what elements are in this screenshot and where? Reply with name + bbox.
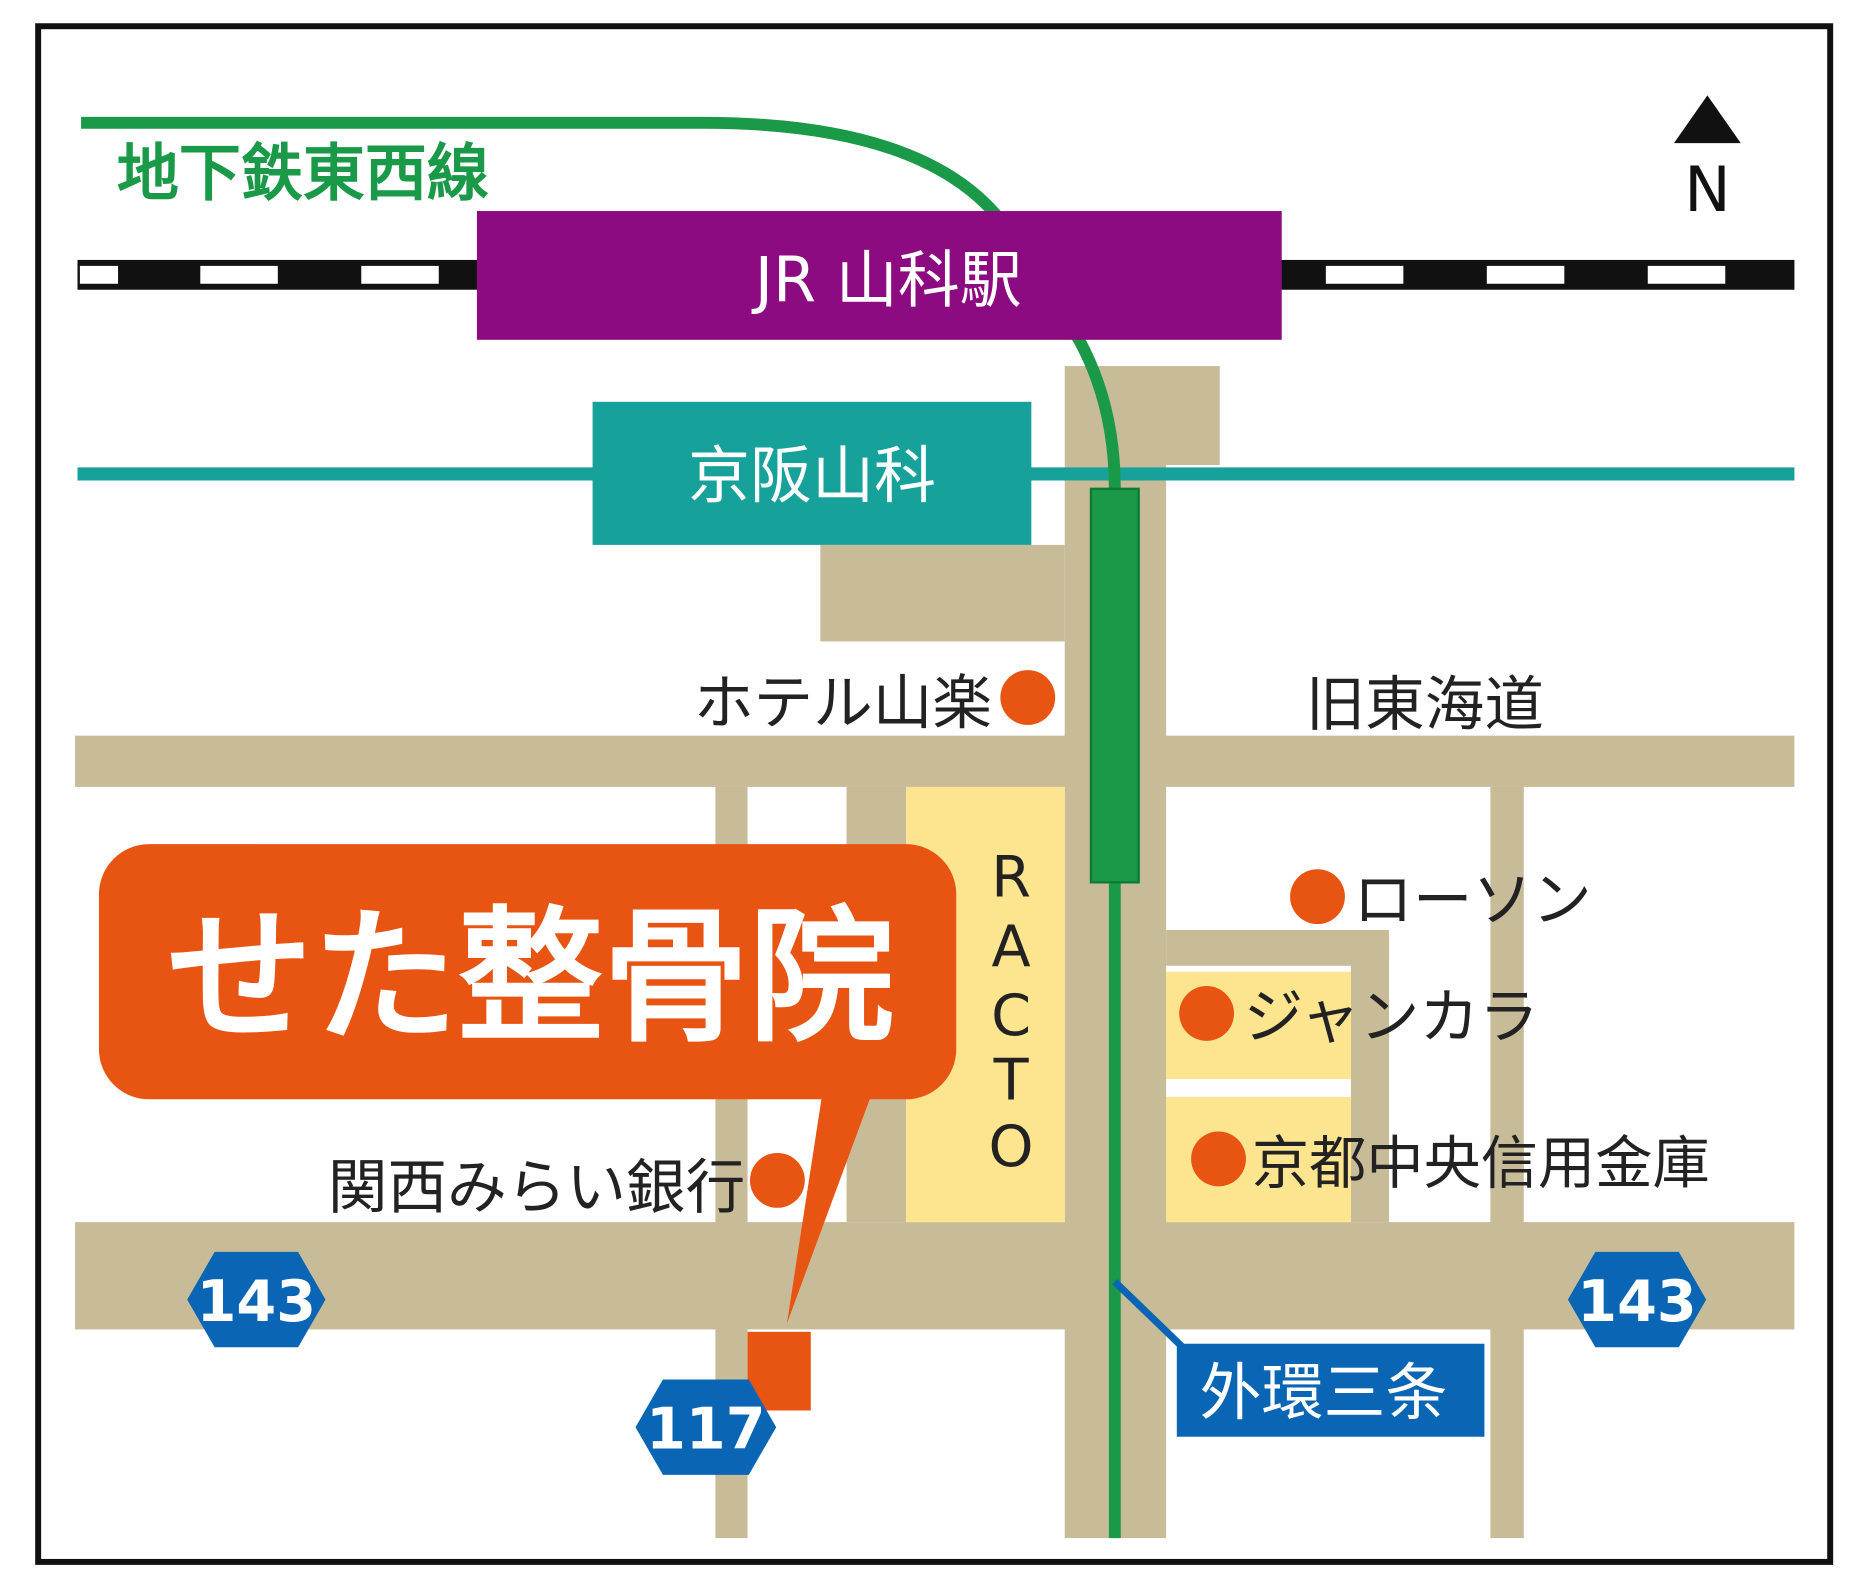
jankara-marker [1179, 986, 1235, 1041]
svg-text:143: 143 [1577, 1269, 1696, 1335]
svg-text:O: O [989, 1114, 1034, 1180]
jankara-label: ジャンカラ [1244, 983, 1539, 1052]
route-143-west-shield: 143 [187, 1251, 326, 1348]
keihan-station-box [592, 401, 1032, 545]
shinkin-label: 京都中央信用金庫 [1252, 1131, 1710, 1197]
racto-label: R A C T O [989, 845, 1034, 1180]
svg-text:A: A [991, 914, 1030, 980]
bank-label: 関西みらい銀行 [328, 1154, 745, 1223]
jr-station-box [476, 211, 1282, 340]
shinkin-marker [1191, 1131, 1246, 1187]
svg-text:C: C [991, 983, 1031, 1049]
subway-station [1089, 487, 1140, 884]
hotel-marker [1000, 670, 1056, 725]
map-frame [35, 23, 1834, 1565]
svg-text:143: 143 [197, 1269, 316, 1335]
old-tokaido-road [75, 735, 1795, 787]
bus-stop-connector [1112, 1279, 1186, 1350]
main-road-north [1064, 366, 1220, 465]
svg-text:T: T [993, 1047, 1030, 1113]
bus-stop-label: 外環三条 [1199, 1356, 1447, 1429]
bank-marker [749, 1152, 805, 1208]
north-label: N [1684, 153, 1730, 226]
side-road-east [1490, 786, 1524, 1539]
route-143-east-shield: 143 [1567, 1251, 1707, 1348]
lawson-label: ローソン [1353, 866, 1591, 935]
side-road-l2 [1350, 930, 1390, 1223]
destination-callout: せた整骨院 [98, 844, 957, 1324]
road-block [820, 544, 1065, 642]
jr-station-label: JR 山科駅 [751, 244, 1022, 317]
route-117-shield: 117 [635, 1379, 777, 1475]
north-arrow-icon: N [1674, 95, 1741, 226]
route-143-road [75, 1222, 1795, 1330]
old-road-label: 旧東海道 [1306, 671, 1544, 740]
destination-name: せた整骨院 [167, 894, 894, 1063]
lawson-marker [1290, 869, 1345, 925]
roads [75, 366, 1795, 1539]
keihan-station-label: 京阪山科 [688, 439, 936, 512]
svg-text:R: R [991, 845, 1031, 911]
hotel-label: ホテル山楽 [694, 670, 992, 739]
subway-label: 地下鉄東西線 [117, 136, 489, 209]
svg-text:117: 117 [646, 1397, 765, 1463]
bus-stop-box [1176, 1343, 1485, 1437]
